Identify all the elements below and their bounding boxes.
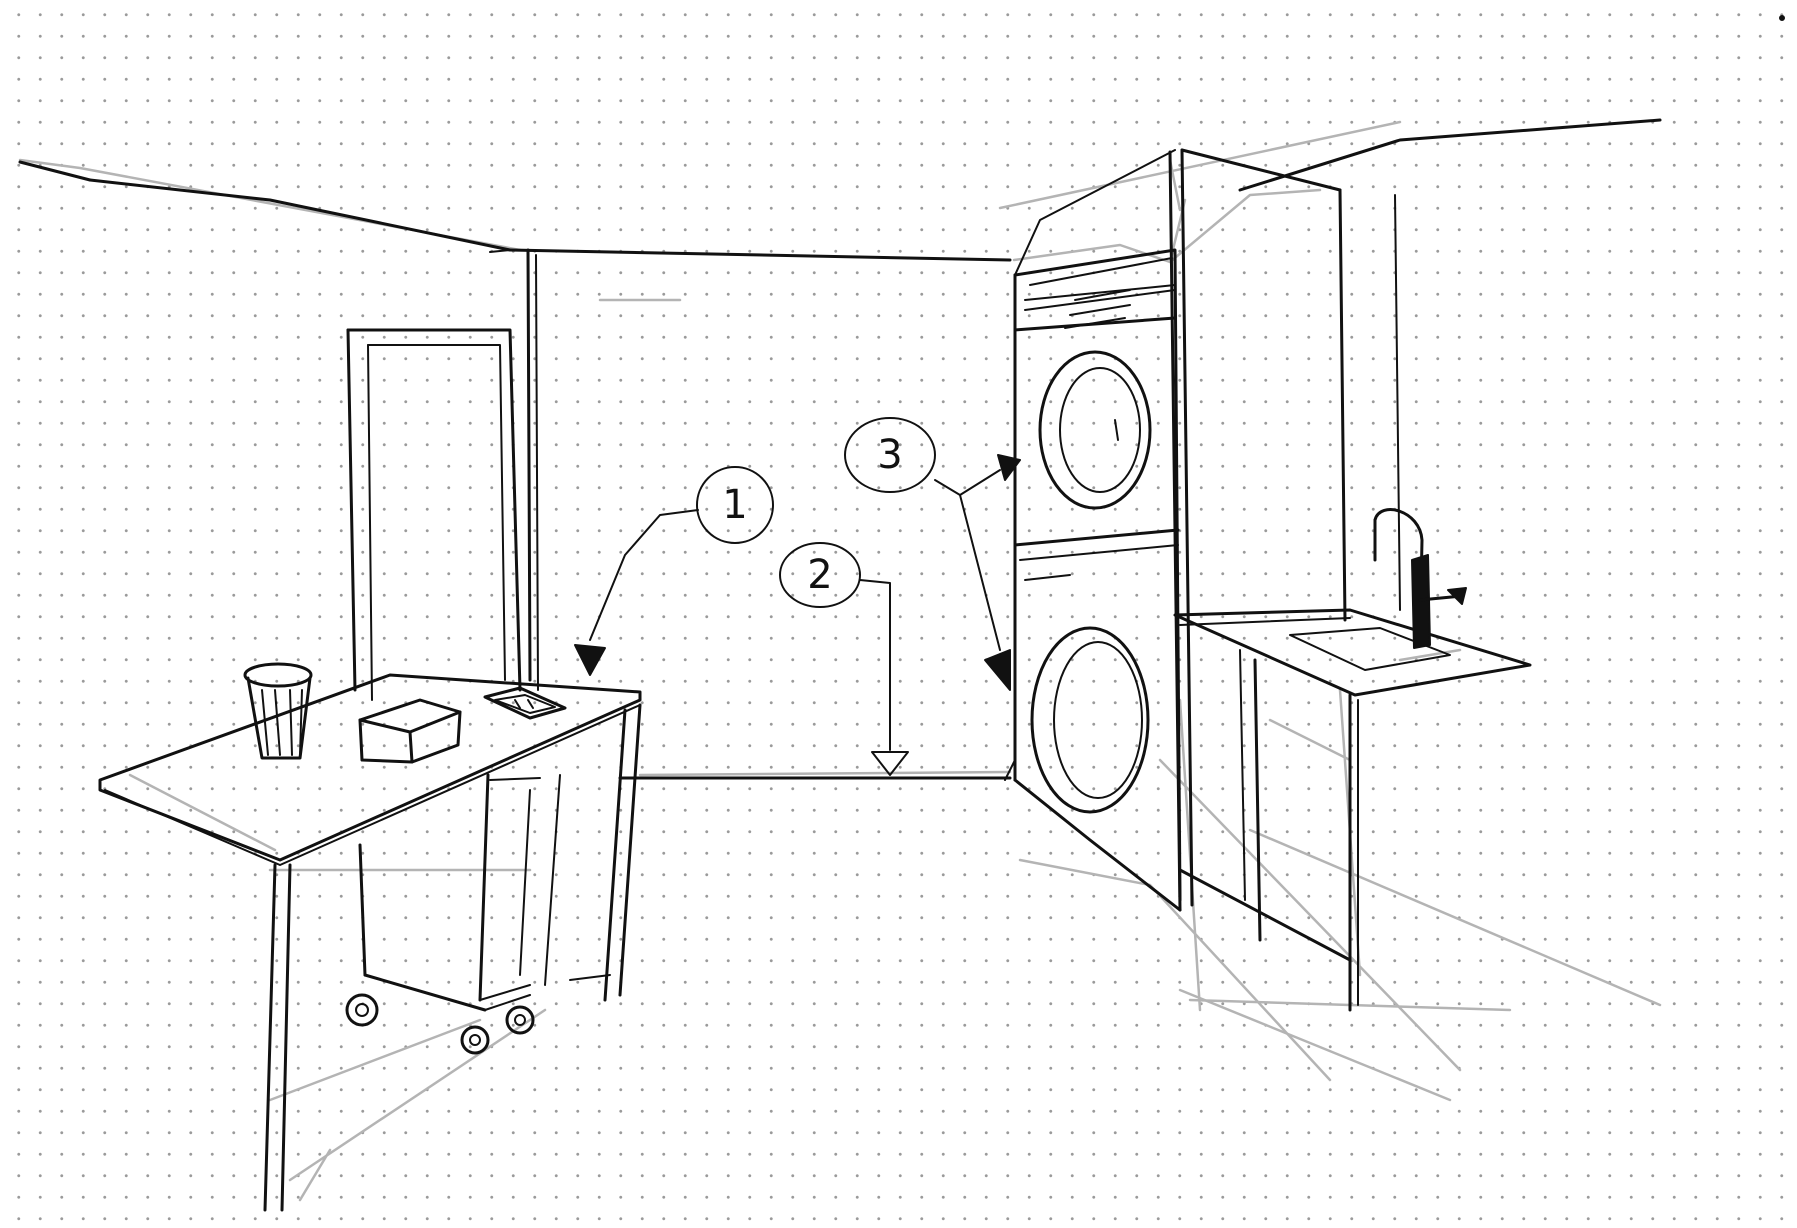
callout-2-label: 2 xyxy=(807,552,832,598)
callout-3-circle xyxy=(844,417,936,493)
doorway xyxy=(346,328,522,701)
callout-3: 3 xyxy=(844,417,1021,691)
callout-3-arrowhead-bottom xyxy=(984,649,1011,691)
callout-1-label: 1 xyxy=(722,482,747,528)
callout-3-arrowhead-top xyxy=(997,454,1021,481)
callout-2-circle xyxy=(779,542,861,608)
callout-1-arrowhead xyxy=(574,644,606,676)
sink-counter xyxy=(1173,508,1532,1012)
folding-table xyxy=(98,673,642,1212)
table-items xyxy=(243,662,567,764)
callout-1-circle xyxy=(696,466,774,544)
laundry-cart xyxy=(345,773,541,1055)
stacked-washer-dryer xyxy=(1013,248,1182,912)
stray-dot xyxy=(1779,15,1785,21)
callout-3-label: 3 xyxy=(877,432,902,478)
callout-1: 1 xyxy=(574,466,774,676)
tall-cabinet xyxy=(1014,148,1401,912)
callout-2: 2 xyxy=(779,542,909,776)
room-walls xyxy=(18,118,1662,781)
callout-2-arrowhead xyxy=(871,751,909,776)
